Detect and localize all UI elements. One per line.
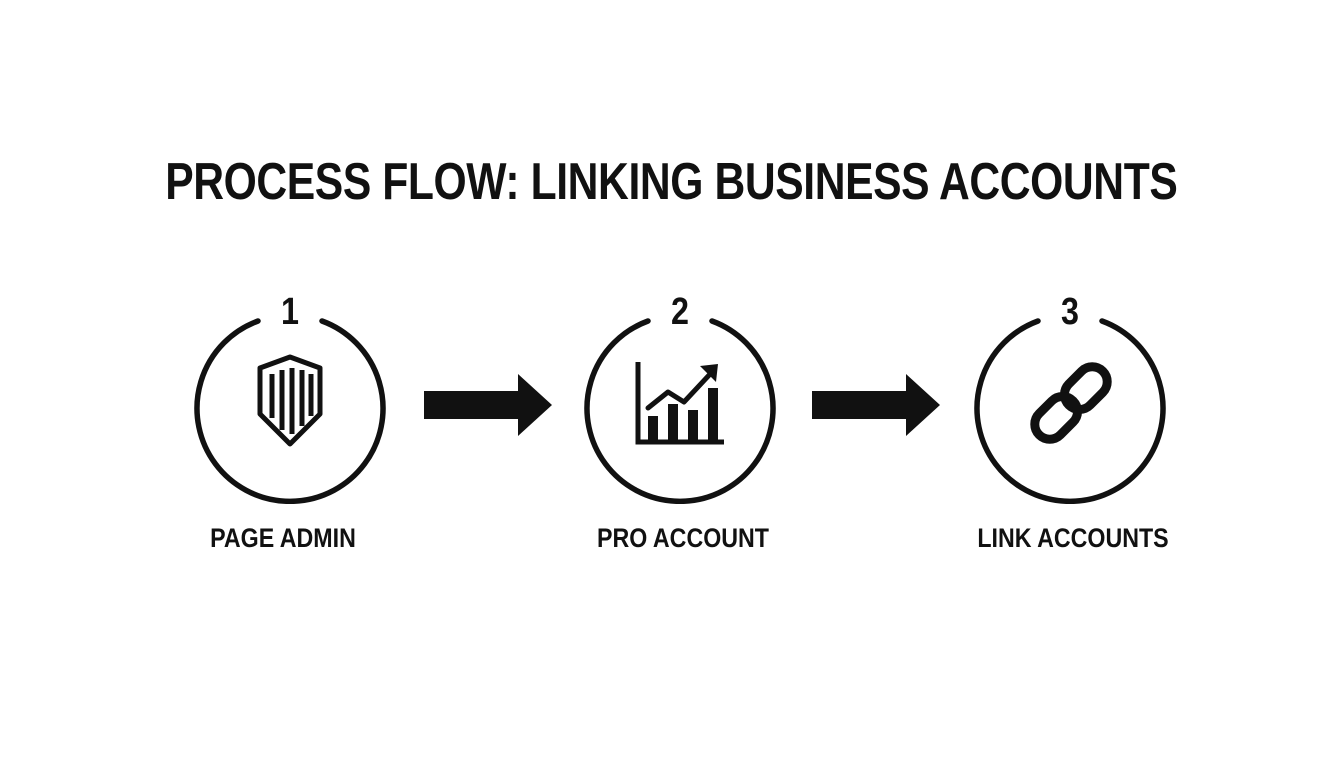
step-2-number: 2 (671, 291, 689, 333)
step-1: 1 (190, 290, 390, 504)
chain-link-icon (1030, 362, 1112, 444)
growth-chart-icon (635, 362, 724, 445)
flow-arrow-2 (812, 374, 940, 436)
step-3-label: LINK ACCOUNTS (977, 523, 1169, 553)
step-3-number: 3 (1061, 291, 1079, 333)
step-3-ring (974, 318, 1166, 504)
step-1-ring (194, 318, 386, 504)
step-2: 2 (580, 290, 780, 504)
diagram-title: PROCESS FLOW: LINKING BUSINESS ACCOUNTS (165, 153, 1178, 211)
flow-arrow-1 (424, 374, 552, 436)
step-2-ring (584, 318, 776, 504)
step-2-label: PRO ACCOUNT (597, 523, 769, 553)
step-1-label: PAGE ADMIN (210, 523, 356, 553)
step-3: 3 (970, 290, 1170, 504)
shield-icon (257, 354, 323, 447)
step-1-number: 1 (281, 291, 299, 333)
